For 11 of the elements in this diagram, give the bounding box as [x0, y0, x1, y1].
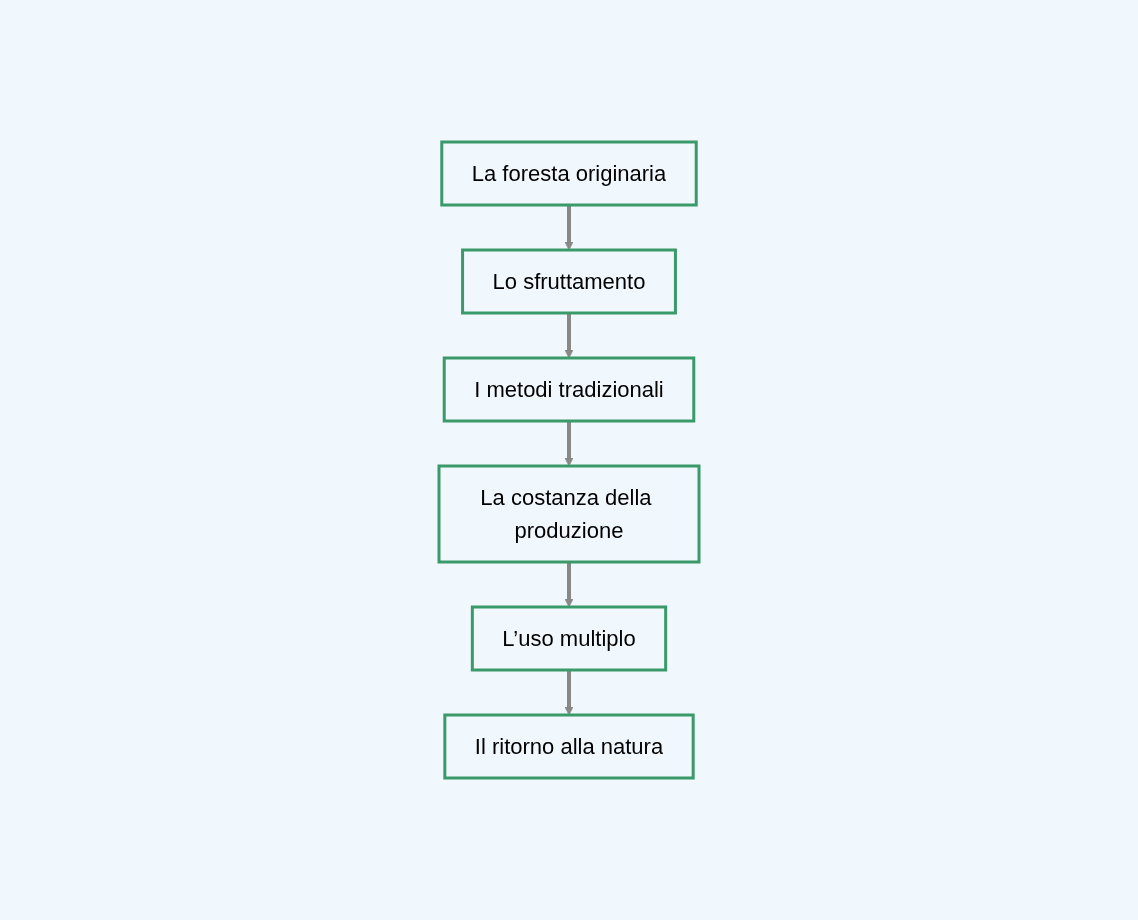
node-box: L’uso multiplo	[470, 605, 668, 672]
arrow	[564, 670, 574, 716]
arrow	[564, 313, 574, 359]
node-box: La foresta originaria	[440, 140, 698, 207]
node-box: Il ritorno alla natura	[443, 713, 695, 780]
arrow	[564, 205, 574, 251]
node-box: La costanza della produzione	[437, 464, 701, 564]
node-box: I metodi tradizionali	[442, 356, 696, 423]
arrow	[564, 421, 574, 467]
arrow	[564, 562, 574, 608]
node-box: Lo sfruttamento	[461, 248, 677, 315]
